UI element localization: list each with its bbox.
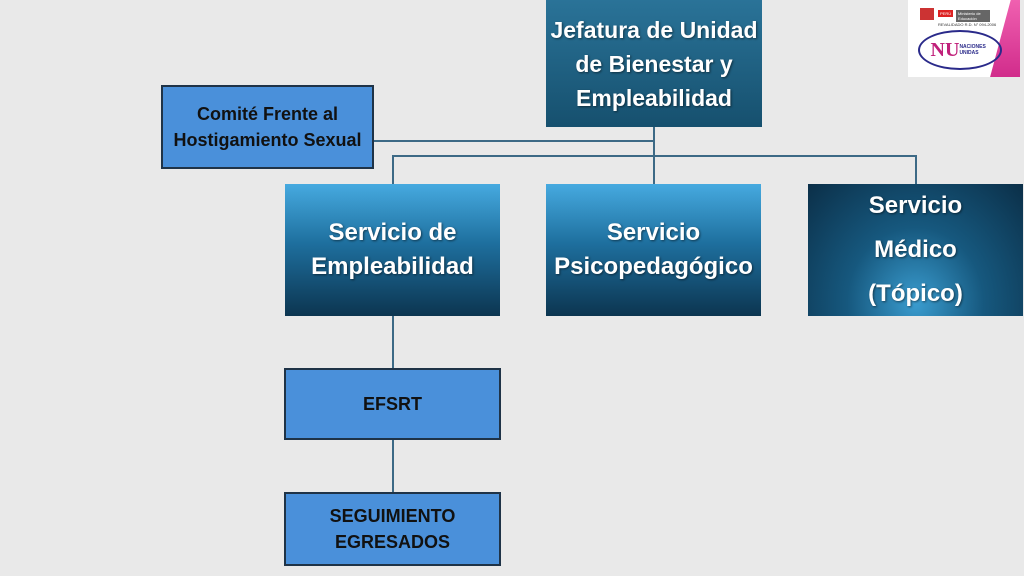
peru-flag-icon xyxy=(920,8,934,20)
head-title: Jefatura de Unidad de Bienestar y Emplea… xyxy=(550,16,758,111)
committee-label: Comité Frente al Hostigamiento Sexual xyxy=(173,104,362,150)
committee-box: Comité Frente al Hostigamiento Sexual xyxy=(161,85,374,169)
connector-committee xyxy=(374,140,654,142)
logo-mark: NU xyxy=(930,38,960,61)
service-label: Servicio Psicopedagógico xyxy=(554,219,753,280)
connector-right xyxy=(915,155,917,184)
service-label: Servicio Médico (Tópico) xyxy=(868,192,963,307)
connector-efsrt xyxy=(392,316,394,368)
logo-name: NACIONES UNIDAS xyxy=(959,44,986,56)
institution-logo: PERÚ Ministerio de Educación REVALIDADO … xyxy=(908,0,1020,77)
head-box: Jefatura de Unidad de Bienestar y Emplea… xyxy=(546,0,762,127)
logo-ministry: Ministerio de Educación xyxy=(956,10,990,22)
logo-country: PERÚ xyxy=(938,10,954,17)
service-label: Servicio de Empleabilidad xyxy=(311,219,474,280)
efsrt-box: EFSRT xyxy=(284,368,501,440)
connector-left xyxy=(392,155,394,184)
connector-seguimiento xyxy=(392,440,394,492)
efsrt-label: EFSRT xyxy=(362,394,422,414)
service-empleabilidad: Servicio de Empleabilidad xyxy=(285,184,500,316)
seguimiento-box: SEGUIMIENTO EGRESADOS xyxy=(284,492,501,566)
service-medico: Servicio Médico (Tópico) xyxy=(808,184,1023,316)
connector-horizontal xyxy=(392,155,916,157)
logo-revalidation: REVALIDADO R.D. N° 094-2006 xyxy=(938,22,997,27)
service-psicopedagogico: Servicio Psicopedagógico xyxy=(546,184,761,316)
seguimiento-label: SEGUIMIENTO EGRESADOS xyxy=(329,506,456,552)
